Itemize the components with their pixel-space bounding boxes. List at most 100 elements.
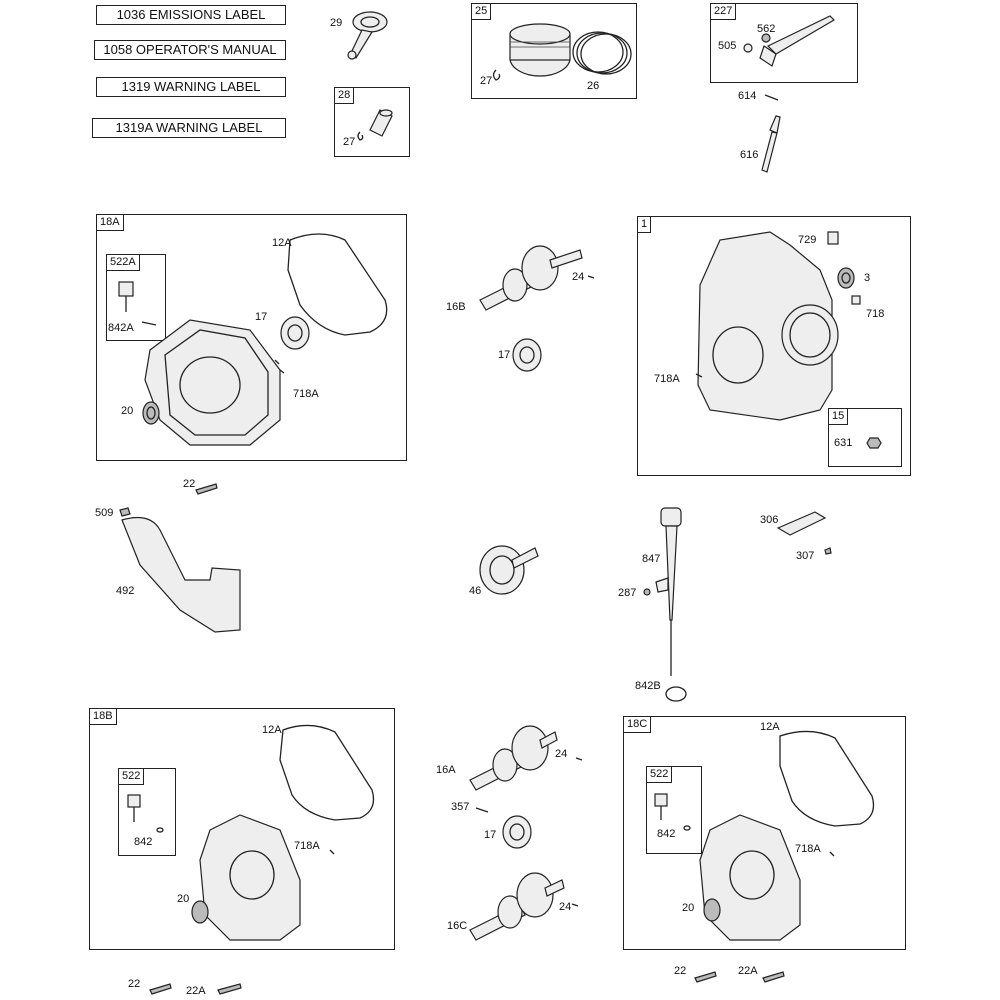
seal-3-illustration bbox=[837, 267, 855, 289]
dipstick-522-illustration bbox=[127, 794, 164, 833]
part-number: 718A bbox=[294, 840, 320, 852]
screw-509 bbox=[119, 507, 131, 517]
part-number: 306 bbox=[760, 514, 779, 526]
kit-box-522A: 522A bbox=[106, 254, 166, 341]
part-729 bbox=[827, 231, 839, 245]
dowel-718A-d bbox=[829, 851, 835, 857]
governor-lever-illustration bbox=[743, 15, 835, 67]
part-number: 842B bbox=[635, 680, 661, 692]
part-number: 46 bbox=[469, 585, 482, 597]
key-24 bbox=[587, 275, 595, 279]
part-number: 562 bbox=[757, 23, 776, 35]
part-number: 12A bbox=[272, 237, 292, 249]
gasket-12A-c bbox=[779, 730, 875, 827]
part-number: 16A bbox=[436, 764, 456, 776]
kit-number: 18C bbox=[624, 717, 652, 733]
dowel-718 bbox=[851, 295, 861, 305]
piston-rings-illustration bbox=[572, 31, 632, 75]
part-number: 729 bbox=[798, 234, 817, 246]
kit-box-28: 28 bbox=[334, 87, 410, 157]
kit-box-18C: 18C bbox=[623, 716, 906, 950]
part-number: 22 bbox=[128, 978, 141, 990]
part-number: 718A bbox=[654, 373, 680, 385]
key-357 bbox=[475, 807, 489, 813]
screw-22b bbox=[149, 983, 172, 995]
screw-22c bbox=[694, 971, 717, 983]
part-number: 27 bbox=[480, 75, 493, 87]
crankshaft-16C-illustration bbox=[469, 872, 565, 941]
kit-number: 28 bbox=[335, 88, 355, 104]
dipstick-tube-847-illustration bbox=[655, 507, 682, 676]
kit-box-25: 25 bbox=[471, 3, 637, 99]
part-number: 505 bbox=[718, 40, 737, 52]
kit-box-227: 227 bbox=[710, 3, 858, 83]
o-ring-842B bbox=[665, 686, 687, 702]
dipstick-522c-illustration bbox=[654, 793, 691, 831]
dipstick-522A-illustration bbox=[118, 281, 157, 326]
label-warning-a: 1319A WARNING LABEL bbox=[92, 118, 286, 138]
part-number: 357 bbox=[451, 801, 470, 813]
dowel-718A-c bbox=[329, 849, 335, 855]
part-number: 842 bbox=[134, 836, 153, 848]
crankcase-cover-18C-illustration bbox=[699, 814, 801, 941]
kit-box-18A: 18A bbox=[96, 214, 407, 461]
part-number: 24 bbox=[572, 271, 585, 283]
kit-number: 522A bbox=[107, 255, 140, 271]
kit-number: 15 bbox=[829, 409, 849, 425]
kit-number: 522 bbox=[647, 767, 673, 783]
part-number: 17 bbox=[255, 311, 268, 323]
part-number: 307 bbox=[796, 550, 815, 562]
bracket-306 bbox=[776, 511, 827, 536]
part-number: 12A bbox=[262, 724, 282, 736]
part-number: 17 bbox=[484, 829, 497, 841]
label-emissions: 1036 EMISSIONS LABEL bbox=[96, 5, 286, 25]
part-number: 22A bbox=[186, 985, 206, 997]
part-number: 509 bbox=[95, 507, 114, 519]
kit-number: 1 bbox=[638, 217, 652, 233]
kit-box-18B: 18B bbox=[89, 708, 395, 950]
part-number: 24 bbox=[555, 748, 568, 760]
gasket-12A-b bbox=[279, 724, 375, 821]
part-number: 16C bbox=[447, 920, 468, 932]
bearing-17b-illustration bbox=[512, 338, 542, 372]
part-number: 20 bbox=[682, 902, 695, 914]
part-number: 24 bbox=[559, 901, 572, 913]
dowel-718A bbox=[274, 359, 285, 374]
part-number: 614 bbox=[738, 90, 757, 102]
baffle-492-illustration bbox=[121, 517, 241, 633]
part-number: 492 bbox=[116, 585, 135, 597]
part-number: 22A bbox=[738, 965, 758, 977]
part-number: 842A bbox=[108, 322, 134, 334]
screw-22A bbox=[217, 983, 242, 995]
part-number: 3 bbox=[864, 272, 871, 284]
part-number: 718A bbox=[795, 843, 821, 855]
part-number: 22 bbox=[674, 965, 687, 977]
kit-box-522: 522 bbox=[118, 768, 176, 856]
kit-number: 227 bbox=[711, 4, 737, 20]
key-24b bbox=[575, 757, 583, 761]
part-number: 631 bbox=[834, 437, 853, 449]
kit-box-522-c: 522 bbox=[646, 766, 702, 854]
part-number: 718A bbox=[293, 388, 319, 400]
piston-pin-illustration bbox=[357, 109, 393, 141]
screw-22A-b bbox=[762, 971, 785, 983]
label-warning: 1319 WARNING LABEL bbox=[96, 77, 286, 97]
screw-307 bbox=[824, 547, 832, 555]
governor-shaft-illustration bbox=[761, 115, 781, 173]
crankcase-cover-18A-illustration bbox=[142, 319, 281, 446]
part-number: 842 bbox=[657, 828, 676, 840]
crankshaft-16B-illustration bbox=[479, 245, 583, 311]
kit-number: 25 bbox=[472, 4, 492, 20]
bearing-17c-illustration bbox=[502, 815, 532, 849]
crankshaft-16A-illustration bbox=[469, 725, 558, 791]
part-number: 22 bbox=[183, 478, 196, 490]
part-number: 26 bbox=[587, 80, 600, 92]
part-number: 16B bbox=[446, 301, 466, 313]
kit-number: 522 bbox=[119, 769, 145, 785]
part-number: 287 bbox=[618, 587, 637, 599]
screw-287 bbox=[643, 588, 651, 596]
label-operators-manual: 1058 OPERATOR'S MANUAL bbox=[94, 40, 286, 60]
crankcase-cover-18B-illustration bbox=[191, 814, 301, 941]
cylinder-block-illustration bbox=[697, 231, 839, 421]
